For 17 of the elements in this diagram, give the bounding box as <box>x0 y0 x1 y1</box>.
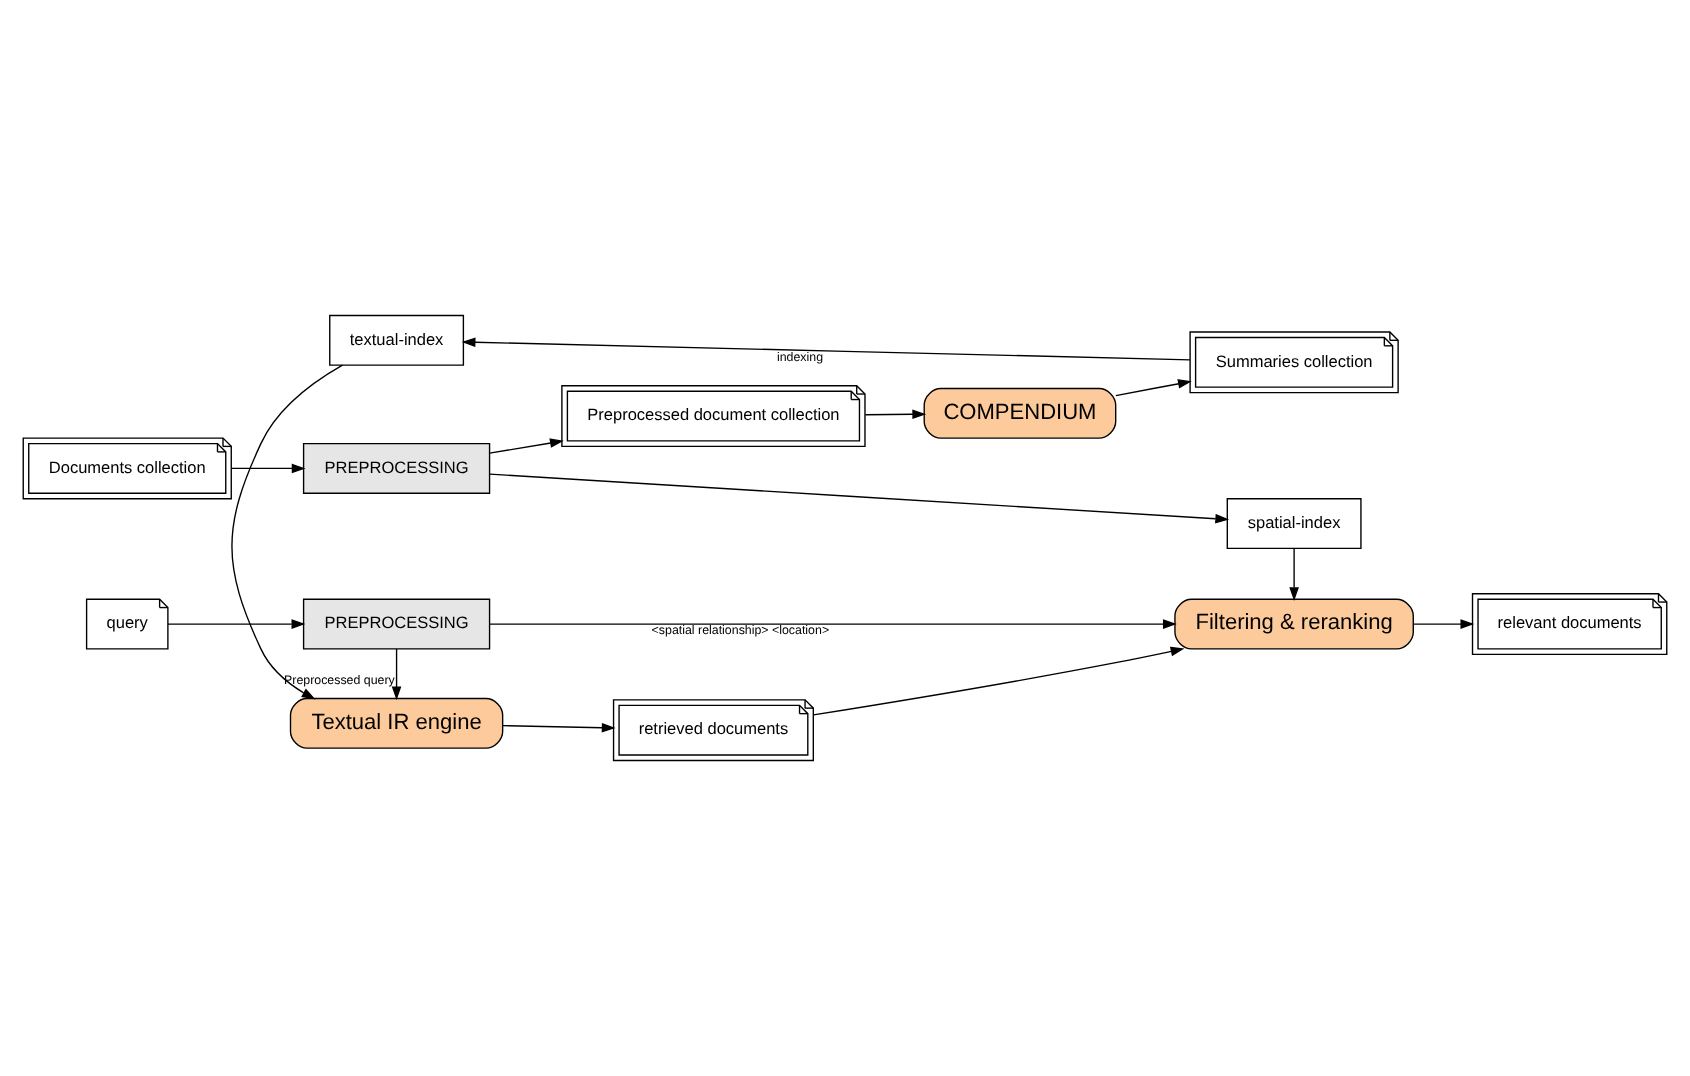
arrow <box>1115 379 1192 397</box>
arrow <box>230 463 306 474</box>
arrow <box>488 438 564 454</box>
arrow <box>1412 619 1475 629</box>
arrow <box>461 337 1191 361</box>
arrow <box>1289 548 1299 602</box>
arrow <box>812 646 1185 716</box>
node-box: Filtering & reranking <box>1174 598 1414 650</box>
arrow <box>167 619 306 629</box>
arrow <box>391 648 402 701</box>
arrow <box>231 364 344 700</box>
node-box: COMPENDIUM <box>923 387 1117 439</box>
arrow <box>502 722 616 733</box>
arrow <box>864 409 927 420</box>
node-box: Textual IR engine <box>289 697 504 749</box>
arrow <box>489 473 1230 524</box>
arrow <box>489 619 1177 629</box>
